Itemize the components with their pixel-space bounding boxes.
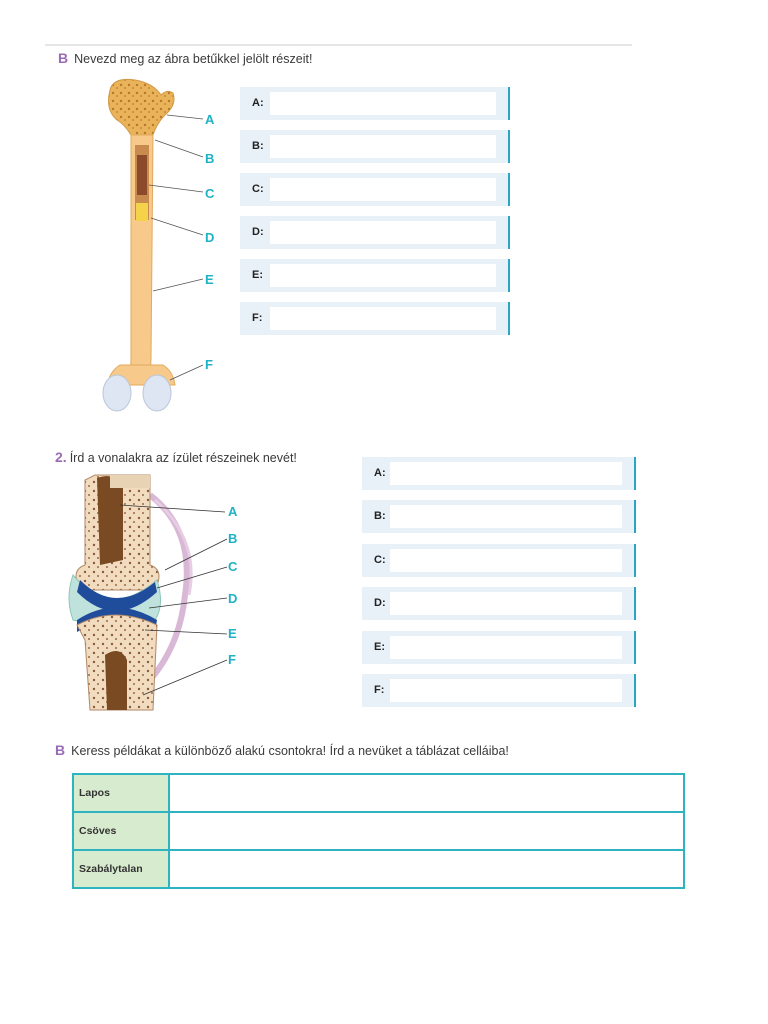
femur-label-c: C xyxy=(205,186,215,201)
femur-label-a: A xyxy=(205,112,215,127)
joint-label-e: E xyxy=(228,626,237,641)
section2-heading: 2.Írd a vonalakra az ízület részeinek ne… xyxy=(55,449,297,465)
femur-label-b: B xyxy=(205,151,215,166)
joint-answer-f-field[interactable] xyxy=(390,679,622,702)
femur-label-f: F xyxy=(205,357,213,372)
femur-answer-e-field[interactable] xyxy=(270,264,496,287)
bone-shapes-table: Lapos Csöves Szabálytalan xyxy=(72,773,685,889)
joint-answer-c: C: xyxy=(362,544,636,577)
joint-illustration xyxy=(68,474,228,711)
femur-answer-f-field[interactable] xyxy=(270,307,496,330)
femur-label-e: E xyxy=(205,272,214,287)
section1-instruction: Nevezd meg az ábra betűkkel jelölt része… xyxy=(74,52,313,66)
joint-answer-e-field[interactable] xyxy=(390,636,622,659)
femur-answer-b: B: xyxy=(240,130,510,163)
row-header-irregular: Szabálytalan xyxy=(72,849,170,889)
joint-label-c: C xyxy=(228,559,238,574)
femur-answer-a-field[interactable] xyxy=(270,92,496,115)
joint-label-d: D xyxy=(228,591,238,606)
joint-label-f: F xyxy=(228,652,236,667)
femur-label-d: D xyxy=(205,230,215,245)
joint-answer-d: D: xyxy=(362,587,636,620)
femur-answer-a: A: xyxy=(240,87,510,120)
table-row: Lapos xyxy=(72,773,685,813)
top-divider xyxy=(45,44,632,46)
joint-answer-b-field[interactable] xyxy=(390,505,622,528)
femur-illustration xyxy=(102,79,204,412)
femur-answer-b-field[interactable] xyxy=(270,135,496,158)
joint-answer-f: F: xyxy=(362,674,636,707)
femur-answer-d: D: xyxy=(240,216,510,249)
row-header-flat: Lapos xyxy=(72,773,170,813)
section1-heading: B Nevezd meg az ábra betűkkel jelölt rész… xyxy=(58,50,312,66)
joint-answer-e: E: xyxy=(362,631,636,664)
section3-marker: B xyxy=(55,742,66,758)
answer-cell-irregular[interactable] xyxy=(168,849,685,889)
joint-answer-a-field[interactable] xyxy=(390,462,622,485)
joint-label-a: A xyxy=(228,504,238,519)
section2-number: 2. xyxy=(55,449,67,465)
joint-answer-b: B: xyxy=(362,500,636,533)
femur-answer-f: F: xyxy=(240,302,510,335)
femur-answer-d-field[interactable] xyxy=(270,221,496,244)
table-row: Csöves xyxy=(72,811,685,851)
femur-answer-c: C: xyxy=(240,173,510,206)
section2-instruction: Írd a vonalakra az ízület részeinek nevé… xyxy=(69,451,297,465)
joint-answer-d-field[interactable] xyxy=(390,592,622,615)
section3-heading: B Keress példákat a különböző alakú csont… xyxy=(55,742,509,758)
answer-cell-long[interactable] xyxy=(168,811,685,851)
table-row: Szabálytalan xyxy=(72,849,685,889)
section3-instruction: Keress példákat a különböző alakú csonto… xyxy=(71,744,509,758)
joint-label-b: B xyxy=(228,531,238,546)
femur-answer-c-field[interactable] xyxy=(270,178,496,201)
joint-answer-c-field[interactable] xyxy=(390,549,622,572)
femur-answer-e: E: xyxy=(240,259,510,292)
row-header-long: Csöves xyxy=(72,811,170,851)
joint-answer-a: A: xyxy=(362,457,636,490)
section1-marker: B xyxy=(58,50,69,66)
answer-cell-flat[interactable] xyxy=(168,773,685,813)
